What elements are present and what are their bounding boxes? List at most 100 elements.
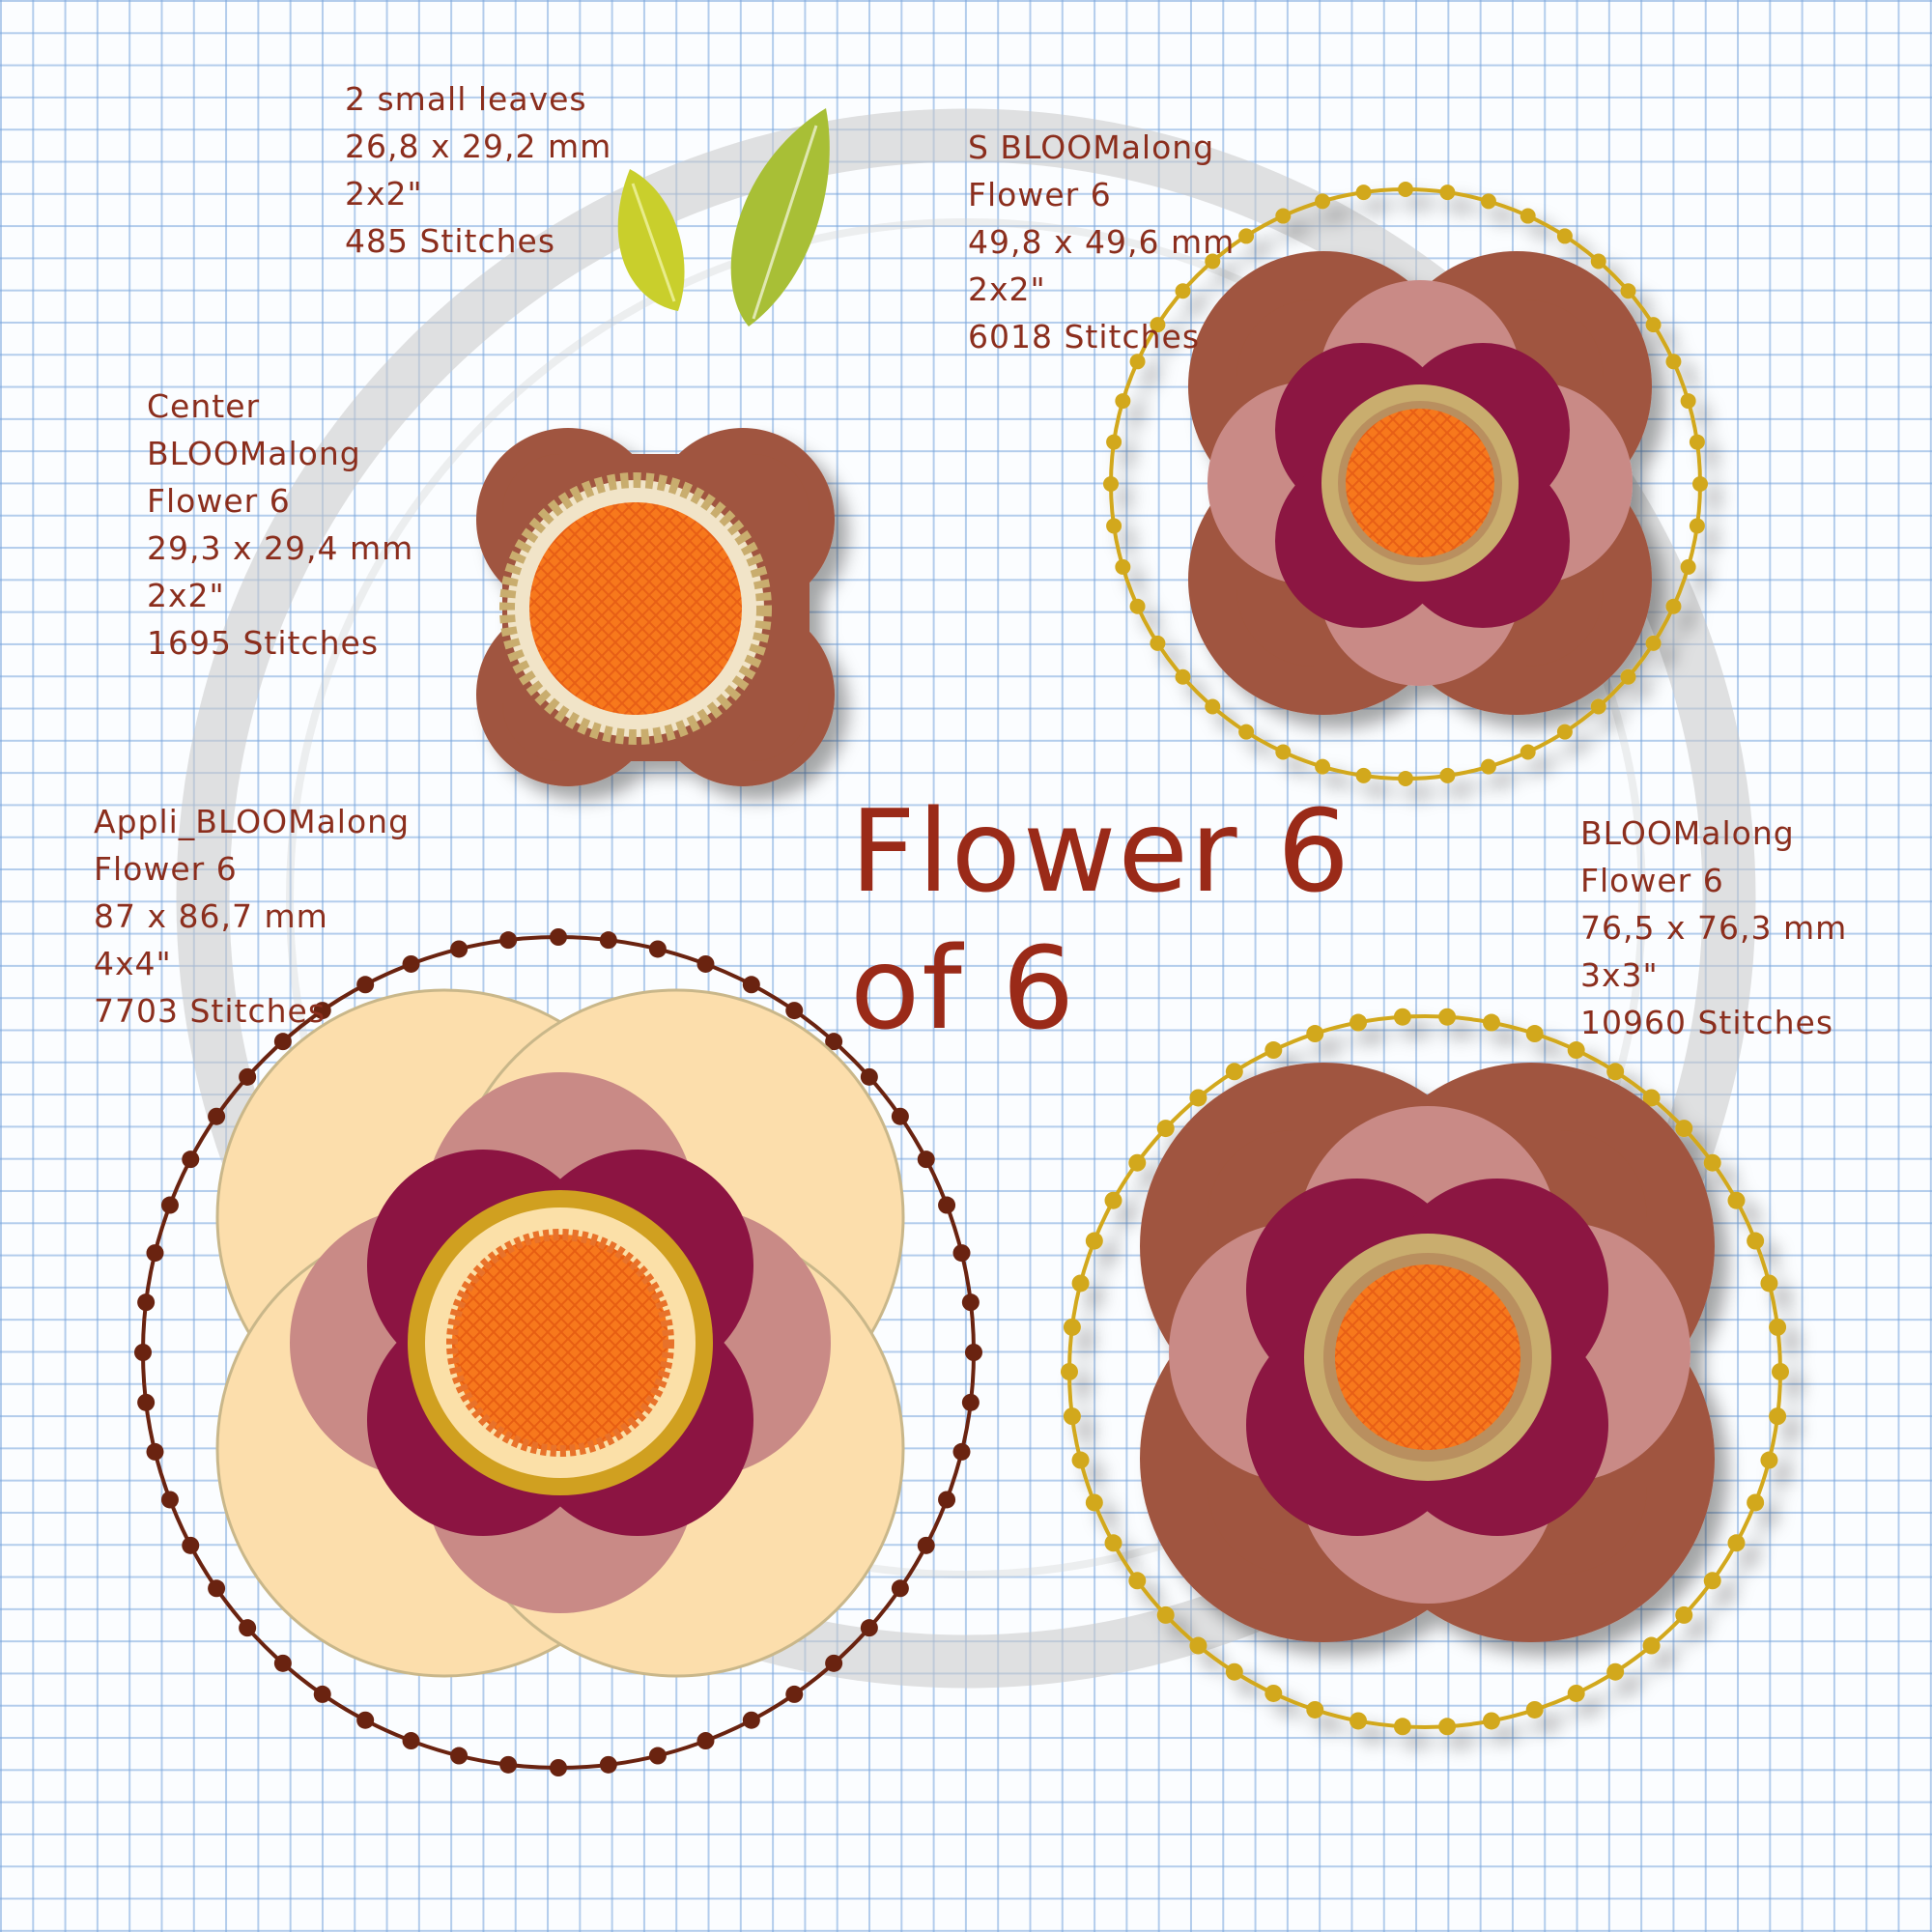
border-dot	[134, 1344, 152, 1361]
leaves-hoop: 2x2"	[345, 175, 423, 213]
border-dot	[1393, 1718, 1411, 1736]
border-dot	[137, 1393, 156, 1411]
border-dot	[1275, 208, 1292, 224]
border-dot	[599, 1755, 617, 1774]
border-dot	[1480, 758, 1496, 775]
border-dot	[1727, 1534, 1746, 1552]
border-dot	[499, 931, 518, 950]
border-dot	[1225, 1662, 1243, 1681]
border-dot	[146, 1244, 164, 1263]
border-dot	[1480, 193, 1496, 210]
border-dot	[1439, 185, 1456, 201]
center-line2: BLOOMalong	[147, 435, 361, 472]
border-dot	[1692, 476, 1708, 492]
border-dot	[1063, 1318, 1081, 1336]
border-dot	[1128, 1153, 1147, 1172]
leaves-name: 2 small leaves	[345, 80, 587, 118]
border-dot	[860, 1067, 878, 1086]
border-dot	[1772, 1363, 1789, 1380]
border-dot	[648, 1747, 667, 1765]
border-dot	[961, 1293, 980, 1312]
border-dot	[1106, 518, 1122, 534]
border-dot	[1205, 698, 1221, 715]
border-dot	[1350, 1013, 1368, 1032]
border-dot	[1567, 1684, 1585, 1702]
center-stitches: 1695 Stitches	[147, 624, 380, 662]
border-dot	[273, 1033, 292, 1051]
border-dot	[313, 1002, 331, 1020]
border-dot	[1689, 434, 1705, 450]
s-flower-stitches: 6018 Stitches	[968, 318, 1201, 355]
border-dot	[1398, 771, 1413, 786]
border-dot	[356, 976, 375, 994]
center-info: Center BLOOMalong Flower 6 29,3 x 29,4 m…	[147, 383, 413, 667]
border-dot	[182, 1151, 200, 1169]
appli-hoop: 4x4"	[94, 945, 172, 982]
border-dot	[1482, 1013, 1500, 1032]
border-dot	[499, 1755, 518, 1774]
border-dot	[1156, 1605, 1175, 1624]
leaves-design	[617, 108, 830, 327]
appli-subtitle: Flower 6	[94, 850, 238, 888]
border-dot	[1645, 317, 1662, 333]
border-dot	[1264, 1041, 1283, 1060]
border-dot	[1238, 228, 1255, 244]
border-dot	[1727, 1191, 1746, 1209]
border-dot	[965, 1344, 982, 1361]
border-dot	[1104, 1534, 1122, 1552]
title-line1: Flower 6	[850, 784, 1352, 918]
bloom-size-mm: 76,5 x 76,3 mm	[1580, 909, 1848, 947]
border-dot	[1350, 1712, 1368, 1730]
border-dot	[1175, 283, 1191, 299]
border-dot	[1620, 668, 1636, 685]
border-dot	[1675, 1605, 1693, 1624]
border-dot	[1071, 1274, 1090, 1293]
border-dot	[952, 1244, 971, 1263]
border-dot	[402, 954, 420, 973]
appli-size-mm: 87 x 86,7 mm	[94, 897, 328, 935]
border-dot	[160, 1491, 179, 1509]
border-dot	[742, 976, 760, 994]
border-dot	[1175, 668, 1191, 685]
border-dot	[1747, 1493, 1765, 1512]
border-dot	[450, 940, 469, 958]
border-dot	[917, 1151, 935, 1169]
leaves-stitches: 485 Stitches	[345, 222, 556, 260]
applique-flower-design	[134, 928, 982, 1776]
border-dot	[599, 931, 617, 950]
border-dot	[1642, 1089, 1661, 1107]
border-dot	[1665, 598, 1682, 614]
border-dot	[137, 1293, 156, 1312]
border-dot	[1189, 1636, 1208, 1655]
s-flower-subtitle: Flower 6	[968, 176, 1112, 213]
border-dot	[1645, 635, 1662, 651]
bloom-name: BLOOMalong	[1580, 814, 1795, 852]
border-dot	[742, 1711, 760, 1729]
border-dot	[239, 1619, 257, 1637]
border-dot	[1556, 228, 1573, 244]
border-dot	[1275, 744, 1292, 760]
border-dot	[1398, 182, 1413, 197]
border-dot	[825, 1654, 843, 1672]
border-dot	[1675, 1120, 1693, 1138]
page-title: Flower 6 of 6	[850, 782, 1351, 1057]
title-line2: of 6	[850, 922, 1077, 1055]
border-dot	[1525, 1025, 1544, 1043]
bloom-subtitle: Flower 6	[1580, 862, 1724, 899]
border-dot	[239, 1067, 257, 1086]
border-dot	[785, 1685, 804, 1703]
border-dot	[825, 1033, 843, 1051]
bloomalong-flower-design	[1061, 1008, 1789, 1736]
border-dot	[160, 1196, 179, 1214]
border-dot	[696, 1732, 715, 1750]
border-dot	[313, 1685, 331, 1703]
border-dot	[1525, 1700, 1544, 1719]
border-dot	[1150, 317, 1166, 333]
border-dot	[1439, 767, 1456, 783]
border-dot	[961, 1393, 980, 1411]
center-name: Center	[147, 387, 261, 425]
border-dot	[550, 928, 567, 946]
border-dot	[1520, 208, 1536, 224]
border-dot	[1225, 1063, 1243, 1081]
